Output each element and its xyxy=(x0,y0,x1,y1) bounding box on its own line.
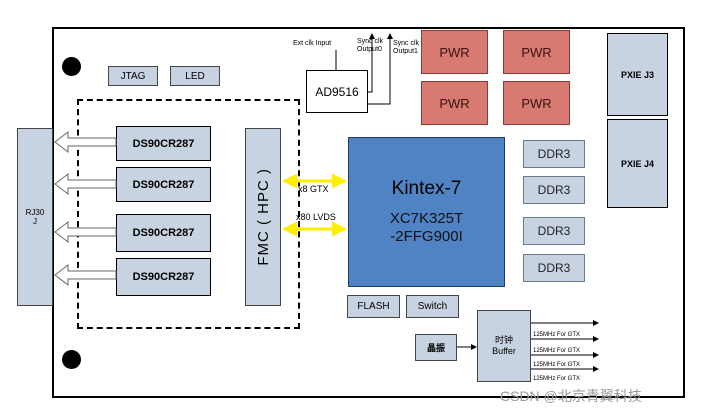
ds90cr287-chip-3: DS90CR287 xyxy=(116,214,211,252)
ds-to-rj-arrows xyxy=(54,130,117,287)
ds-arrow-4 xyxy=(54,263,117,287)
ddr3-chip-1: DDR3 xyxy=(523,140,585,168)
rj30-connector: RJ30 J xyxy=(17,128,53,306)
fpga-part-line2: -2FFG900I xyxy=(390,228,463,245)
gtx-clk-output-label-1: 125MHz For GTX xyxy=(533,332,581,338)
clock-buffer: 时钟 Buffer xyxy=(477,310,531,382)
ds-arrow-3 xyxy=(54,220,117,244)
fpga-title: Kintex-7 xyxy=(391,178,462,199)
ds-arrow-1 xyxy=(54,130,117,154)
ds90cr287-chip-2: DS90CR287 xyxy=(116,167,211,202)
jtag-block: JTAG xyxy=(108,66,158,86)
led-block: LED xyxy=(170,66,220,86)
ds90cr287-chip-4: DS90CR287 xyxy=(116,258,211,296)
pxie-j3-connector: PXIE J3 xyxy=(607,33,668,116)
kintex7-fpga: Kintex-7 XC7K325T -2FFG900I xyxy=(348,137,505,287)
ext-clk-input-label: Ext clk Input xyxy=(293,40,332,47)
sync-clk-output1-label: Sync clk Output1 xyxy=(393,40,420,55)
gtx-clk-output-label-4: 125MHz For GTX xyxy=(533,376,581,382)
csdn-watermark: CSDN @北京青翼科技 xyxy=(500,388,642,404)
pwr-block-2: PWR xyxy=(503,30,570,74)
fmc-region xyxy=(77,99,300,329)
sync-clk-output0-label: Sync clk Output0 xyxy=(357,38,384,53)
pwr-block-1: PWR xyxy=(421,30,488,74)
pwr-block-3: PWR xyxy=(421,81,488,125)
mounting-hole-top xyxy=(62,57,81,76)
gtx-link-label: x8 GTX xyxy=(298,184,329,194)
gtx-clk-output-label-2: 125MHz For GTX xyxy=(533,348,581,354)
pwr-block-4: PWR xyxy=(503,81,570,125)
ad9516-chip: AD9516 xyxy=(306,70,368,113)
sync-clk1-wire xyxy=(368,33,393,105)
crystal-oscillator: 晶振 xyxy=(415,334,457,361)
mounting-hole-bottom xyxy=(62,350,81,369)
sync-clk0-wire xyxy=(368,33,375,93)
fpga-part-line1: XC7K325T xyxy=(389,210,464,227)
ds90cr287-chip-1: DS90CR287 xyxy=(116,126,211,161)
switch-block: Switch xyxy=(406,295,459,318)
ds-arrow-2 xyxy=(54,172,117,196)
fmc-hpc-connector: FMC ( HPC ) xyxy=(245,128,281,306)
pxie-j4-connector: PXIE J4 xyxy=(607,119,668,208)
lvds-link-label: x80 LVDS xyxy=(296,212,336,222)
ddr3-chip-4: DDR3 xyxy=(523,254,585,282)
ddr3-chip-3: DDR3 xyxy=(523,217,585,245)
ddr3-chip-2: DDR3 xyxy=(523,176,585,204)
gtx-clk-output-label-3: 125MHz For GTX xyxy=(533,362,581,368)
flash-chip: FLASH xyxy=(347,295,400,318)
